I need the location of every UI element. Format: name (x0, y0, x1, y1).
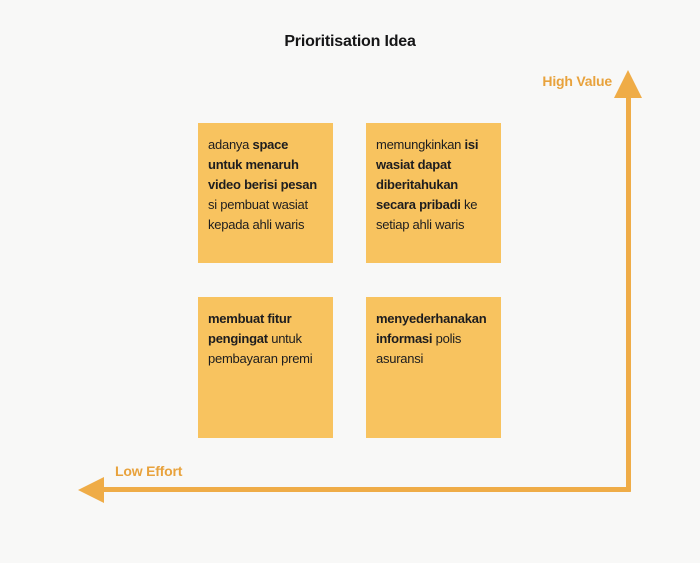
effort-axis-label: Low Effort (115, 463, 183, 479)
arrow-up-icon (614, 70, 642, 98)
value-axis-label: High Value (542, 73, 612, 89)
sticky-note-top-left: adanya space untuk menaruh video berisi … (198, 123, 333, 263)
value-axis-line (626, 94, 631, 492)
page-title: Prioritisation Idea (284, 33, 416, 50)
effort-axis-line (99, 487, 631, 492)
sticky-note-top-right: memungkinkan isi wasiat dapat diberitahu… (366, 123, 501, 263)
sticky-note-bottom-left: membuat fitur pengingat untuk pembayaran… (198, 297, 333, 438)
sticky-note-bottom-right: menyederhanakan informasi polis asuransi (366, 297, 501, 438)
arrow-left-icon (78, 477, 104, 503)
